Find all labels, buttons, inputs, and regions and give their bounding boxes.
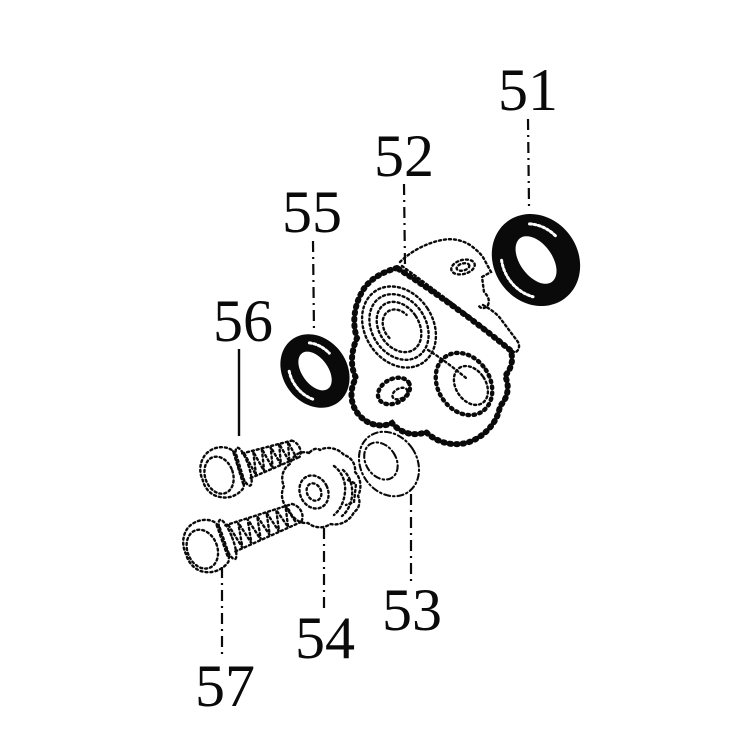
callout-56[interactable]: 56: [213, 288, 273, 354]
bolt-57-drawing: [182, 502, 304, 574]
callout-55[interactable]: 55: [282, 179, 342, 245]
washer-53-drawing: [357, 430, 421, 498]
callout-53[interactable]: 53: [382, 577, 442, 643]
leader-line-52: [402, 183, 407, 267]
housing-52-drawing: [348, 238, 521, 448]
callout-54[interactable]: 54: [295, 605, 355, 671]
callout-57[interactable]: 57: [195, 653, 255, 719]
leader-line-51: [526, 118, 531, 207]
leader-line-55: [311, 240, 316, 333]
callout-52[interactable]: 52: [374, 123, 434, 189]
callout-51[interactable]: 51: [498, 57, 558, 123]
seal-55-drawing: [280, 334, 350, 408]
seal-51-drawing: [491, 214, 581, 307]
bolt-56-drawing: [199, 439, 302, 499]
retainer-54-drawing: [280, 446, 362, 529]
